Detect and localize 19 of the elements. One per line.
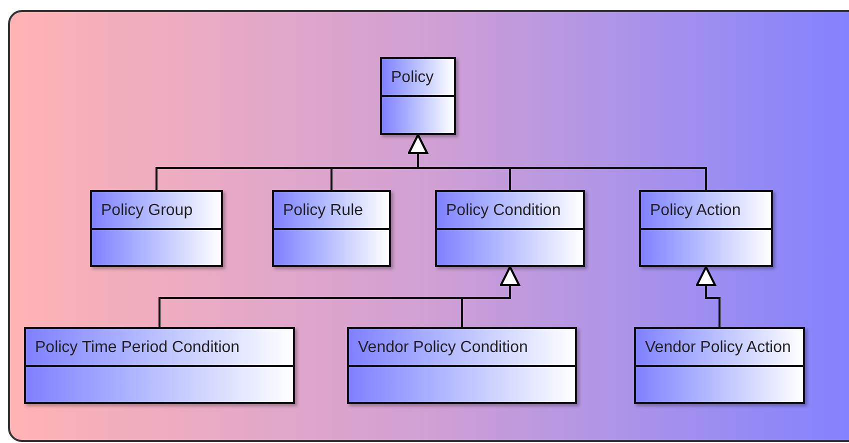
class-name: Policy Condition — [446, 202, 561, 219]
class-box — [24, 327, 295, 404]
class-box — [380, 57, 456, 135]
class-name: Vendor Policy Condition — [358, 339, 528, 356]
inheritance-arrow — [696, 266, 720, 327]
class-box — [634, 327, 805, 404]
class-name: Policy Group — [101, 202, 193, 219]
class-name: Vendor Policy Action — [645, 339, 791, 356]
inheritance-arrow — [461, 266, 520, 327]
class-box — [272, 190, 391, 267]
class-name: Policy Action — [650, 202, 741, 219]
class-name: Policy Time Period Condition — [35, 339, 240, 356]
class-name: Policy — [391, 69, 434, 86]
class-box — [435, 190, 585, 267]
class-box — [347, 327, 577, 404]
class-box — [90, 190, 223, 267]
class-name: Policy Rule — [283, 202, 364, 219]
inheritance-arrow — [408, 134, 707, 190]
class-box — [639, 190, 773, 267]
